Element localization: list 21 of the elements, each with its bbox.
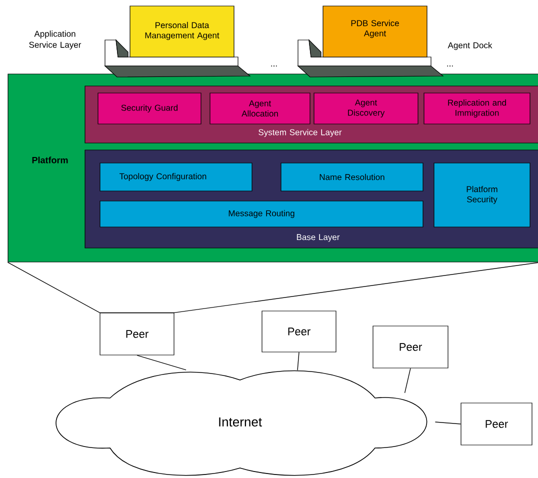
module-box: Name Resolution: [280, 162, 424, 192]
connector-line: [434, 422, 462, 424]
connector-line: [297, 352, 300, 371]
peer-box: Peer: [262, 310, 336, 352]
connector-line: [7, 262, 538, 314]
service-box: Security Guard: [98, 92, 202, 124]
peer-box: Peer: [372, 326, 448, 368]
dock-label: Agent Dock: [448, 42, 492, 50]
peer-box: Peer: [460, 402, 532, 446]
module-box: Message Routing: [100, 200, 424, 228]
agent-box: Personal Data Management Agent: [130, 6, 234, 58]
module-box: Topology Configuration: [100, 162, 252, 192]
service-box: Replication and Immigration: [424, 92, 530, 124]
service-box: Agent Allocation: [210, 92, 310, 124]
layer-label: Application Service Layer: [29, 30, 82, 50]
connector-line: [136, 354, 186, 370]
connector-line: [404, 368, 411, 394]
agent-box: PDB Service Agent: [322, 6, 428, 58]
service-box: Agent Discovery: [314, 92, 418, 124]
peer-box: Peer: [100, 312, 174, 356]
module-box: Platform Security: [434, 162, 530, 228]
